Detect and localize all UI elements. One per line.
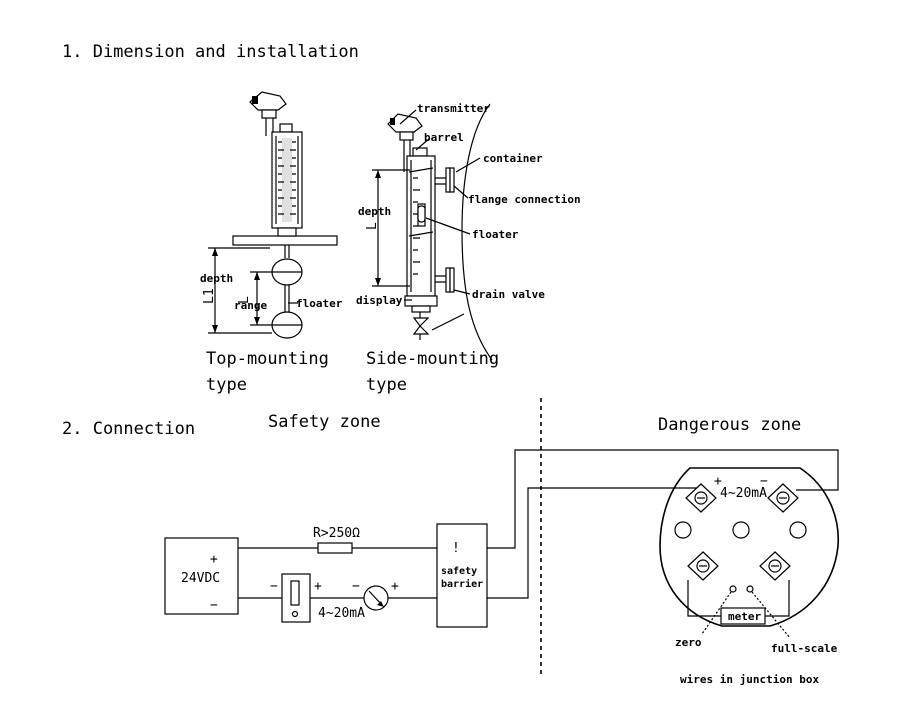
display-meter-plus: + (314, 579, 322, 594)
power-supply-box (164, 537, 239, 615)
full-scale-adjust (746, 585, 754, 593)
side-barrel (406, 147, 436, 297)
side-barrel-label: barrel (424, 131, 464, 144)
zero-label: zero (675, 636, 702, 649)
ammeter-plus: + (391, 579, 399, 594)
top-mounting-label-line2: type (206, 375, 247, 395)
side-drain-valve (404, 295, 438, 340)
power-supply-label: 24VDC (181, 571, 220, 586)
safety-barrier-box (436, 523, 488, 628)
ammeter-minus: − (352, 579, 360, 594)
side-depth-label: depth (358, 205, 391, 218)
junction-box-caption: wires in junction box (680, 673, 819, 686)
terminal-positive (685, 483, 717, 513)
section2-title: 2. Connection (62, 419, 195, 439)
side-transmitter-label: transmitter (417, 102, 490, 115)
terminal-meter-left (687, 551, 719, 581)
top-flange (232, 235, 338, 246)
top-L1-label: L1 (202, 288, 217, 304)
safety-barrier-line1: safety (441, 566, 477, 577)
side-mounting-label-line1: Side-mounting (366, 349, 499, 369)
side-floater-label: floater (472, 228, 519, 241)
display-meter-minus: − (270, 579, 278, 594)
top-mounting-drawing (208, 91, 338, 339)
dangerous-zone-label: Dangerous zone (658, 415, 801, 435)
jbox-current: 4~20mA (720, 486, 767, 501)
top-range-label: range (234, 299, 267, 312)
junction-meter-label: meter (728, 610, 761, 623)
power-supply-minus: − (210, 598, 218, 613)
side-mounting-drawing (372, 103, 493, 361)
side-container-label: container (483, 152, 543, 165)
top-floater-label: floater (296, 297, 343, 310)
safety-barrier-line2: barrier (441, 578, 483, 590)
jbox-plus: + (714, 474, 722, 489)
ammeter-current: 4~20mA (318, 606, 365, 621)
safety-zone-label: Safety zone (268, 412, 381, 432)
terminal-negative (767, 483, 799, 513)
side-flanges (435, 167, 455, 293)
side-display-label: display (356, 294, 403, 307)
wire-positive (487, 449, 839, 549)
top-mounting-label-line1: Top-mounting (206, 349, 329, 369)
full-scale-label: full-scale (771, 642, 838, 655)
resistor-label: R>250Ω (313, 526, 360, 541)
safety-barrier-mark: ! (452, 541, 460, 556)
wire-negative (487, 487, 700, 599)
top-barrel (271, 123, 303, 229)
resistor (317, 542, 353, 554)
side-flange-label: flange connection (468, 193, 581, 206)
side-drain-label: drain valve (472, 288, 545, 301)
top-L-label: L (237, 296, 252, 304)
section1-title: 1. Dimension and installation (62, 42, 359, 62)
container-wall (461, 103, 493, 361)
terminal-meter-right (759, 551, 791, 581)
power-supply-plus: + (210, 552, 218, 567)
zero-adjust (729, 585, 737, 593)
side-floater (417, 205, 426, 223)
side-mounting-label-line2: type (366, 375, 407, 395)
jbox-minus: − (760, 474, 768, 489)
top-depth-label: depth (200, 272, 233, 285)
side-L-label: L (365, 222, 380, 230)
junction-box (659, 467, 840, 627)
